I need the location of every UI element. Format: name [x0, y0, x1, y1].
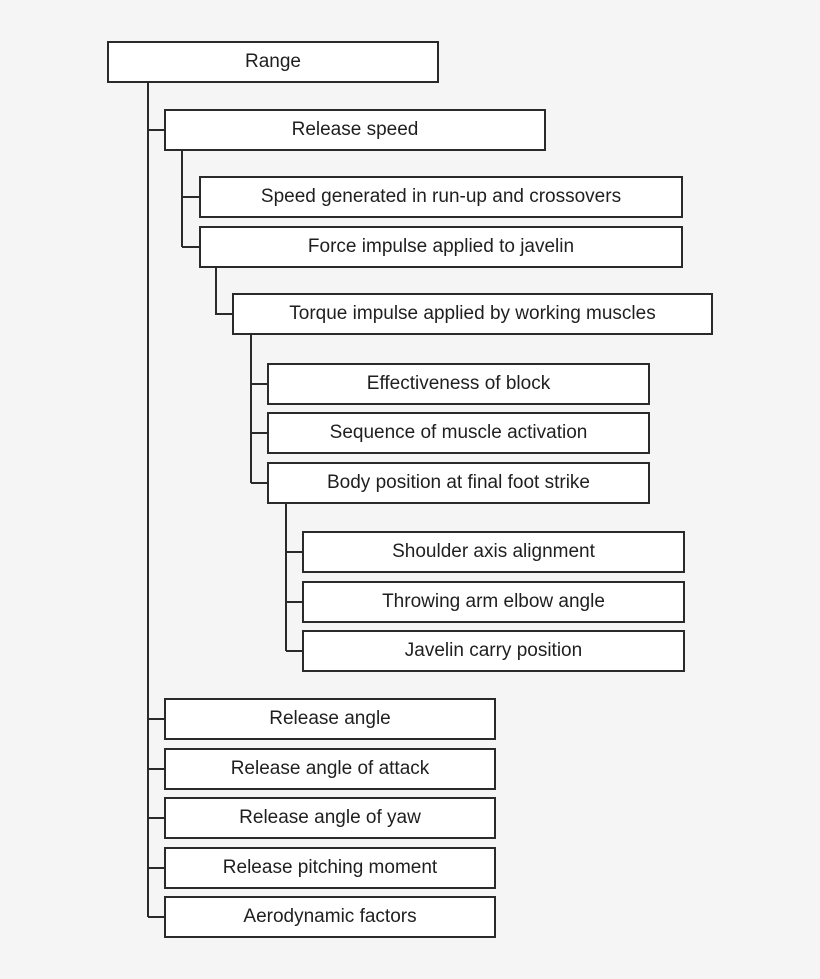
node-pitching-moment: Release pitching moment — [164, 847, 496, 889]
node-carry-position: Javelin carry position — [302, 630, 685, 672]
node-shoulder-axis: Shoulder axis alignment — [302, 531, 685, 573]
node-effectiveness-of-block: Effectiveness of block — [267, 363, 650, 405]
node-release-angle: Release angle — [164, 698, 496, 740]
node-angle-of-attack: Release angle of attack — [164, 748, 496, 790]
node-range: Range — [107, 41, 439, 83]
node-muscle-sequence: Sequence of muscle activation — [267, 412, 650, 454]
node-force-impulse: Force impulse applied to javelin — [199, 226, 683, 268]
node-torque-impulse: Torque impulse applied by working muscle… — [232, 293, 713, 335]
node-angle-of-yaw: Release angle of yaw — [164, 797, 496, 839]
node-run-up-speed: Speed generated in run-up and crossovers — [199, 176, 683, 218]
node-elbow-angle: Throwing arm elbow angle — [302, 581, 685, 623]
node-aerodynamic-factors: Aerodynamic factors — [164, 896, 496, 938]
connector-force-impulse-spine — [215, 268, 233, 315]
node-release-speed: Release speed — [164, 109, 546, 151]
node-body-position: Body position at final foot strike — [267, 462, 650, 504]
